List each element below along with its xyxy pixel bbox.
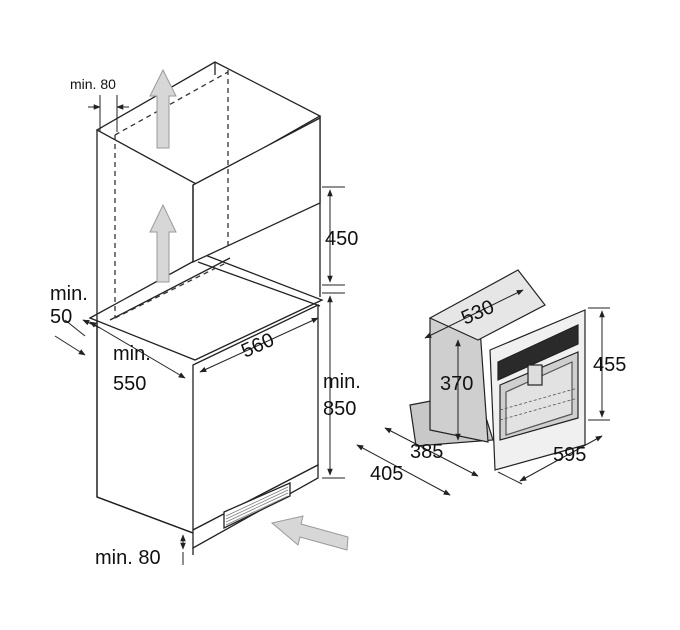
- cabinet-dimension-lines: [54, 95, 345, 565]
- label-machine-height-body: 370: [440, 373, 473, 395]
- label-height-upper: 450: [325, 228, 358, 250]
- label-top-min: min. 80: [70, 76, 116, 92]
- label-machine-height-total: 455: [593, 354, 626, 376]
- label-side-min-1: min.: [50, 283, 88, 305]
- label-height-min-1: min.: [323, 371, 361, 393]
- airflow-arrow-icon: [149, 68, 349, 551]
- machine-dimension-lines: [356, 289, 610, 496]
- coffee-machine-drawing: [409, 269, 586, 471]
- label-side-min-2: 50: [50, 306, 72, 328]
- label-machine-depth-body: 385: [410, 441, 443, 463]
- label-depth-min-2: 550: [113, 373, 146, 395]
- label-height-min-2: 850: [323, 398, 356, 420]
- cabinet-drawing: [88, 61, 324, 555]
- label-machine-depth-total: 405: [370, 463, 403, 485]
- label-bottom-min: min. 80: [95, 547, 161, 569]
- label-depth-min-1: min.: [113, 343, 151, 365]
- label-machine-width-front: 595: [553, 444, 586, 466]
